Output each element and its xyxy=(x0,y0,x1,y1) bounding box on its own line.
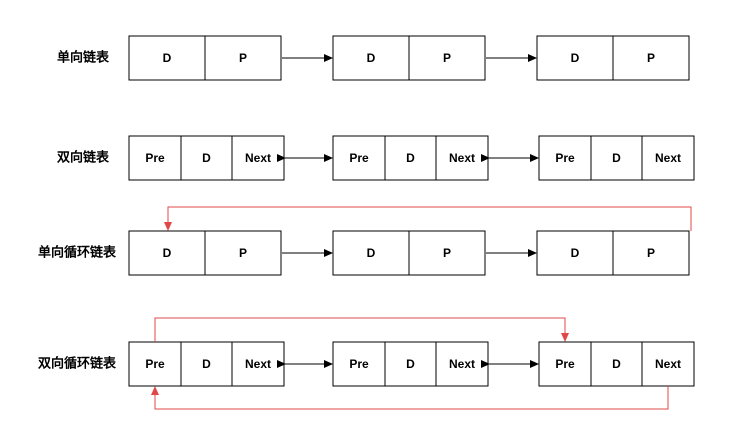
cell-next: Next xyxy=(449,357,475,371)
cell-next: Next xyxy=(245,357,271,371)
cell-p: P xyxy=(443,51,451,65)
row-label-doubly-circular: 双向循环链表 xyxy=(38,356,117,372)
cell-p: P xyxy=(443,246,451,260)
cell-next: Next xyxy=(655,357,681,371)
cell-pre: Pre xyxy=(349,151,369,165)
cell-d: D xyxy=(571,51,580,65)
cell-p: P xyxy=(239,51,247,65)
cell-p: P xyxy=(647,51,655,65)
cell-d: D xyxy=(367,246,376,260)
cell-d: D xyxy=(406,357,415,371)
cell-pre: Pre xyxy=(145,357,165,371)
cell-p: P xyxy=(239,246,247,260)
circular-arrow-forward xyxy=(154,317,569,342)
circular-arrow-backward xyxy=(151,386,669,410)
cell-pre: Pre xyxy=(555,151,575,165)
cell-next: Next xyxy=(245,151,271,165)
node-doubly-1 xyxy=(128,135,285,181)
node-doubly-circular-3 xyxy=(538,341,695,387)
node-doubly-3 xyxy=(538,135,695,181)
cell-d: D xyxy=(612,151,621,165)
cell-p: P xyxy=(647,246,655,260)
cell-d: D xyxy=(612,357,621,371)
node-doubly-2 xyxy=(332,135,489,181)
cell-next: Next xyxy=(655,151,681,165)
cell-pre: Pre xyxy=(145,151,165,165)
cell-d: D xyxy=(163,246,172,260)
node-doubly-circular-1 xyxy=(128,341,285,387)
cell-pre: Pre xyxy=(555,357,575,371)
cell-d: D xyxy=(163,51,172,65)
cell-d: D xyxy=(202,151,211,165)
row-label-singly-circular: 单向循环链表 xyxy=(38,245,117,261)
cell-pre: Pre xyxy=(349,357,369,371)
row-label-singly: 单向链表 xyxy=(57,50,110,66)
cell-next: Next xyxy=(449,151,475,165)
row-label-doubly: 双向链表 xyxy=(57,150,110,166)
cell-d: D xyxy=(406,151,415,165)
node-doubly-circular-2 xyxy=(332,341,489,387)
cell-d: D xyxy=(367,51,376,65)
cell-d: D xyxy=(202,357,211,371)
cell-d: D xyxy=(571,246,580,260)
circular-arrow xyxy=(164,206,692,231)
